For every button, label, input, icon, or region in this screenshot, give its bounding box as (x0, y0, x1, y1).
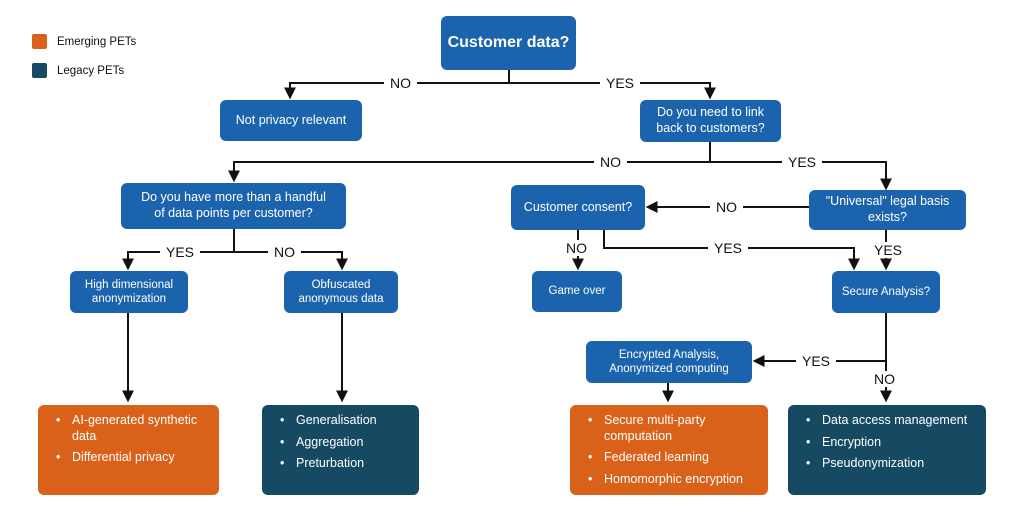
label-link-no: NO (594, 154, 627, 170)
customer-consent-text: Customer consent? (523, 199, 633, 214)
label-secure-no: NO (868, 371, 901, 387)
not-privacy-relevant-text: Not privacy relevant (235, 112, 347, 127)
obfuscated-line1: Obfuscated (311, 278, 371, 291)
encrypted-line1: Encrypted Analysis, (618, 348, 720, 361)
high-dim-line2: anonymization (91, 293, 167, 305)
obfuscated-line2: anonymous data (298, 293, 384, 305)
label-handful-no: NO (268, 244, 301, 260)
link-back-node: Do you need to link back to customers? (640, 100, 781, 142)
generalisation-outcome-box: Generalisation Aggregation Preturbation (262, 405, 419, 495)
synthetic-outcome-box: AI-generated synthetic data Differential… (38, 405, 219, 495)
edge-root-yes (509, 82, 716, 100)
encrypted-analysis-node: Encrypted Analysis, Anonymized computing (586, 341, 752, 383)
encrypted-line2: Anonymized computing (609, 363, 729, 375)
outcome-item: Differential privacy (56, 450, 209, 466)
customer-data-text: Customer data? (447, 34, 570, 51)
legend-swatch-emerging (32, 34, 47, 49)
customer-consent-node: Customer consent? (511, 185, 645, 230)
link-back-line2: back to customers? (656, 121, 765, 135)
legend-item-emerging: Emerging PETs (32, 34, 136, 49)
outcome-item: Generalisation (280, 413, 409, 429)
edge-link-yes (710, 161, 892, 191)
customer-data-node: Customer data? (441, 16, 576, 70)
link-back-line1: Do you need to link (656, 105, 764, 120)
legend-item-legacy: Legacy PETs (32, 63, 124, 78)
label-consent-no: NO (560, 240, 593, 256)
legend-label-legacy: Legacy PETs (57, 64, 125, 77)
mpc-outcome-box: Secure multi-party computation Federated… (570, 405, 768, 495)
outcome-item: Encryption (806, 435, 976, 451)
secure-analysis-node: Secure Analysis? (832, 271, 940, 313)
outcome-item: Secure multi-party computation (588, 413, 758, 444)
legend-swatch-legacy (32, 63, 47, 78)
not-privacy-relevant-node: Not privacy relevant (220, 100, 362, 141)
handful-line2: of data points per customer? (154, 206, 313, 220)
access-outcome-box: Data access management Encryption Pseudo… (788, 405, 986, 495)
label-link-yes: YES (782, 154, 823, 170)
label-root-no: NO (384, 75, 417, 91)
game-over-node: Game over (532, 271, 622, 312)
high-dim-node: High dimensional anonymization (70, 271, 188, 313)
obfuscated-node: Obfuscated anonymous data (284, 271, 398, 313)
outcome-item: Aggregation (280, 435, 409, 451)
outcome-item: Data access management (806, 413, 976, 429)
edge-link-no (228, 142, 711, 183)
label-secure-yes: YES (796, 353, 837, 369)
secure-analysis-text: Secure Analysis? (841, 285, 931, 298)
label-handful-yes: YES (160, 244, 201, 260)
universal-basis-node: "Universal" legal basis exists? (809, 190, 966, 230)
universal-line1: "Universal" legal basis (825, 194, 950, 209)
outcome-item: Preturbation (280, 456, 409, 472)
universal-line2: exists? (868, 210, 907, 224)
label-root-yes: YES (600, 75, 641, 91)
outcome-item: AI-generated synthetic data (56, 413, 209, 444)
game-over-text: Game over (548, 285, 606, 298)
handful-line1: Do you have more than a handful (141, 190, 326, 205)
high-dim-line1: High dimensional (84, 278, 174, 291)
outcome-item: Pseudonymization (806, 456, 976, 472)
label-consent-yes: YES (708, 240, 749, 256)
handful-node: Do you have more than a handful of data … (121, 183, 346, 229)
label-universal-yes: YES (868, 242, 909, 258)
outcome-item: Federated learning (588, 450, 758, 466)
outcome-item: Homomorphic encryption (588, 472, 758, 488)
legend-label-emerging: Emerging PETs (57, 35, 137, 48)
label-universal-no: NO (710, 199, 743, 215)
